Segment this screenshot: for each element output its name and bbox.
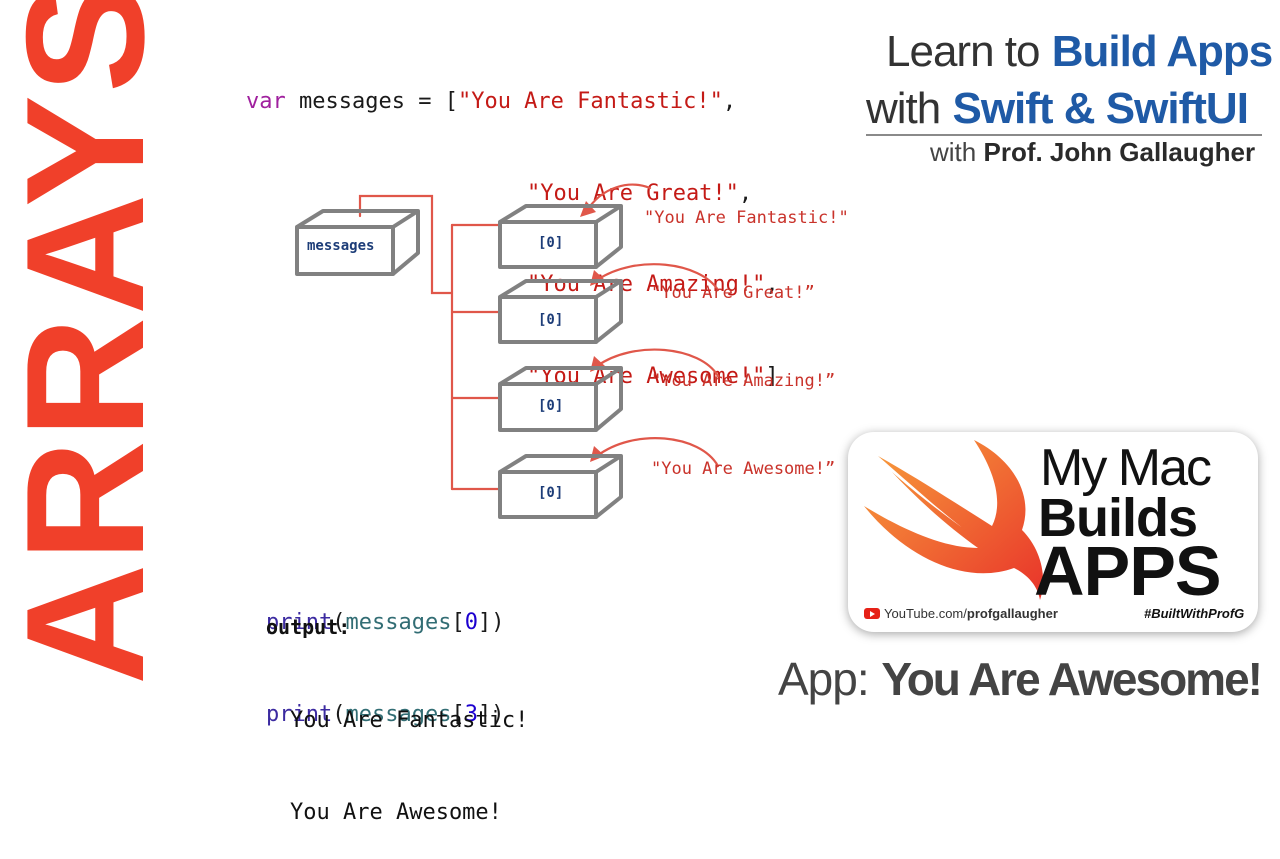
arrowhead-0 [580, 201, 596, 217]
brand-line-3: with Prof. John Gallaugher [930, 136, 1255, 168]
brand-with: with [866, 84, 941, 133]
diagram-string-2: "You Are Amazing!” [651, 371, 836, 391]
print-index: 0 [464, 610, 478, 635]
array-diagram [295, 183, 720, 519]
sticker-line-2: Builds [1038, 488, 1198, 548]
code-close: ] [765, 363, 779, 389]
brand-learn-to: Learn to [886, 27, 1040, 76]
youtube-play-icon [864, 608, 880, 619]
code-item-2: "You Are Amazing!" [527, 272, 766, 297]
brand-divider [866, 134, 1262, 136]
code-variable: messages [299, 89, 405, 114]
connector-line [358, 194, 454, 295]
index-label-0: [0] [538, 235, 564, 251]
element-box-2 [498, 366, 623, 432]
diagram-string-1: "You Are Great!” [651, 283, 815, 303]
arrow-curve-1 [595, 263, 720, 292]
element-box-1 [498, 279, 623, 344]
youtube-handle: profgallaugher [966, 606, 1058, 621]
output-line-1: You Are Awesome! [290, 799, 502, 825]
brand-line-1: Learn to Build Apps [886, 26, 1274, 78]
code-sep: , [722, 89, 737, 114]
app-name: You Are Awesome! [881, 653, 1263, 705]
swift-logo-icon [864, 440, 1044, 600]
print-close: ]) [477, 610, 505, 635]
code-assign: = [ [404, 89, 458, 114]
print-block: print(messages[0]) print(messages[3]) [266, 547, 504, 761]
code-sep: , [765, 272, 779, 297]
messages-box-label: messages [307, 238, 375, 254]
index-label-3: [0] [538, 485, 564, 501]
my-mac-builds-apps-sticker: My Mac Builds APPS YouTube.com/profgalla… [848, 432, 1258, 632]
print-var: messages [345, 610, 452, 635]
arrow-curve-3 [595, 437, 720, 468]
sticker-line-3: APPS [1034, 532, 1222, 610]
code-item-3: "You Are Awesome!" [527, 363, 766, 389]
output-block: You Are Fantastic! You Are Awesome! [290, 645, 528, 859]
code-block: var messages = ["You Are Fantastic!", "Y… [246, 26, 779, 423]
messages-box [295, 209, 420, 276]
brand-line-2: with Swift & SwiftUI [866, 83, 1249, 135]
app-prefix: App: [778, 653, 870, 705]
arrow-curve-2 [595, 348, 720, 378]
index-label-2: [0] [538, 398, 564, 414]
brand-with-prof: with [930, 137, 977, 167]
code-sep: , [738, 180, 753, 206]
element-box-3 [498, 454, 623, 519]
youtube-url: YouTube.com/profgallaugher [884, 606, 1058, 621]
brand-swift: Swift & SwiftUI [952, 84, 1248, 133]
output-line-0: You Are Fantastic! [290, 708, 529, 733]
print-fn: print [266, 610, 333, 635]
app-title: App: You Are Awesome! [778, 652, 1263, 706]
hashtag: #BuiltWithProfG [1144, 606, 1245, 621]
brand-prof: Prof. John Gallaugher [983, 137, 1256, 167]
brand-build-apps: Build Apps [1051, 27, 1274, 76]
element-box-0 [498, 204, 623, 269]
output-label: output: [266, 615, 351, 639]
print-line-0: print(messages[0]) [266, 610, 505, 635]
index-label-1: [0] [538, 312, 564, 328]
code-keyword: var [246, 89, 286, 114]
diagram-string-3: "You Are Awesome!” [651, 459, 836, 479]
arrowhead-1 [590, 270, 605, 286]
youtube-prefix: YouTube.com/ [884, 606, 967, 621]
diagram-string-0: "You Are Fantastic!" [644, 208, 849, 228]
code-item-0: "You Are Fantastic!" [457, 89, 723, 114]
code-item-1: "You Are Great!" [527, 180, 739, 206]
print-paren: ( [332, 610, 346, 635]
sticker-line-1: My Mac [1040, 439, 1212, 497]
